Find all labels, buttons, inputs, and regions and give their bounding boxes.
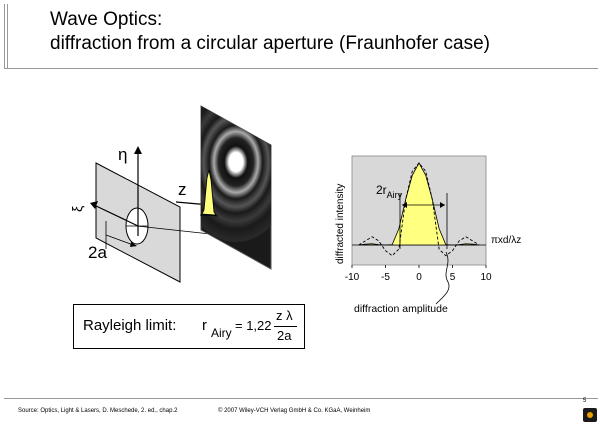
tick-labels: -10 -5 0 5 10 xyxy=(345,272,492,283)
intensity-curve xyxy=(358,162,480,246)
title-rule xyxy=(4,68,598,69)
airy-width-label: 2rAiry xyxy=(376,183,403,200)
eta-label: η xyxy=(118,145,127,164)
amplitude-curve xyxy=(358,162,480,257)
eta-axis xyxy=(134,146,142,236)
rayleigh-numerator: z λ xyxy=(276,308,293,323)
amplitude-callout xyxy=(435,251,450,305)
xi-label: ξ xyxy=(69,206,85,212)
aperture-label: 2a xyxy=(88,243,107,262)
airy-pattern xyxy=(201,106,271,242)
rayleigh-label: Rayleigh limit: xyxy=(83,317,177,334)
plot-ylabel: diffracted intensity xyxy=(335,184,346,264)
amplitude-label: diffraction amplitude xyxy=(354,303,448,315)
rayleigh-fraction-line xyxy=(274,326,297,327)
rayleigh-box: Rayleigh limit: r Airy = 1,22 z λ 2a xyxy=(73,304,305,349)
aperture-dimension xyxy=(105,221,137,249)
plot-xlabel: πxd/λz xyxy=(491,235,521,246)
airy-width-main: 2r xyxy=(376,183,387,197)
title-line-1: Wave Optics: xyxy=(50,9,163,30)
bar-line-1 xyxy=(4,4,5,68)
rayleigh-sub: Airy xyxy=(211,326,232,340)
publisher-logo-icon xyxy=(583,408,597,422)
tick-label: 10 xyxy=(480,272,492,283)
xi-axis xyxy=(90,201,139,227)
footer-copyright: © 2007 Wiley-VCH Verlag GmbH & Co. KGaA,… xyxy=(218,408,371,414)
page-number: 5 xyxy=(583,398,587,404)
airy-width-sub: Airy xyxy=(387,190,403,200)
airy-width-marker xyxy=(399,193,448,249)
tick-label: 0 xyxy=(416,272,422,283)
rayleigh-r: r xyxy=(202,317,207,334)
title-bar-decoration xyxy=(4,4,8,68)
tick-label: -5 xyxy=(381,272,390,283)
title-line-2: diffraction from a circular aperture (Fr… xyxy=(50,33,490,54)
tick-label: 5 xyxy=(450,272,456,283)
bar-line-2 xyxy=(7,4,8,68)
rayleigh-denominator: 2a xyxy=(277,328,292,343)
intensity-spike xyxy=(199,169,219,217)
tick-label: -10 xyxy=(345,272,360,283)
footer-rule xyxy=(4,398,598,399)
footer-source: Source: Optics, Light & Lasers, D. Mesch… xyxy=(18,408,178,414)
diffraction-screen xyxy=(200,105,272,270)
slide-title: Wave Optics: diffraction from a circular… xyxy=(50,8,490,56)
rayleigh-eq: = 1,22 xyxy=(235,318,272,333)
plot-marks xyxy=(351,162,487,268)
z-label: z xyxy=(178,180,187,199)
intensity-plot: πxd/λz diffracted intensity 2rAiry -10 -5… xyxy=(335,155,521,315)
